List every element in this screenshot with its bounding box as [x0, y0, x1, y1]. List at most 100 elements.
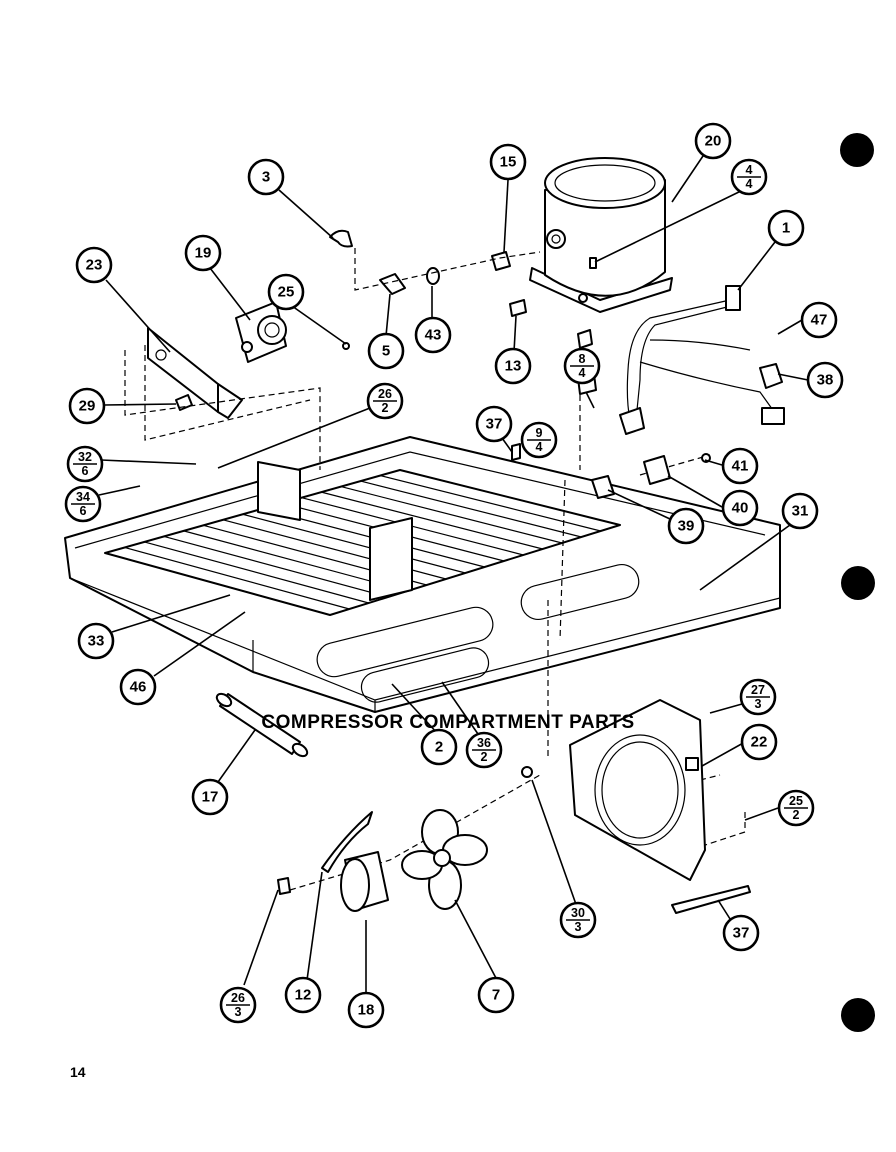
callout-12: 12: [284, 976, 322, 1014]
assembly-lines: [124, 248, 746, 891]
condenser-coil: [104, 461, 621, 616]
callout-36-2: 36 2: [465, 731, 503, 769]
callout-26-2-bottom: 2: [382, 401, 389, 415]
callout-4-4: 4 4: [730, 158, 768, 196]
callout-5-number: 5: [382, 343, 390, 360]
callout-38: 38: [806, 361, 844, 399]
callout-20: 20: [694, 122, 732, 160]
callout-46-number: 46: [130, 679, 147, 696]
leader-lines: [98, 155, 809, 993]
callout-20-number: 20: [705, 133, 722, 150]
callout-43: 43: [414, 316, 452, 354]
callout-8-4-top: 8: [579, 352, 586, 366]
callout-25-2-top: 25: [789, 794, 803, 808]
callout-47-number: 47: [811, 312, 828, 329]
top-hardware: [329, 229, 597, 461]
callout-37-upper: 37: [475, 405, 513, 443]
coil-fin: [124, 546, 350, 610]
control-bracket: [147, 301, 287, 419]
callout-3: 3: [247, 158, 285, 196]
terminal-parts: [591, 453, 711, 499]
callout-8-4: 8 4: [563, 347, 601, 385]
callout-25-2: 25 2: [777, 789, 815, 827]
coil-fin: [340, 486, 563, 544]
callout-29-number: 29: [79, 398, 96, 415]
callout-19-number: 19: [195, 245, 212, 262]
callout-34-6-bottom: 6: [80, 504, 87, 518]
callout-39: 39: [667, 507, 705, 545]
callout-17: 17: [191, 778, 229, 816]
coil-fin: [242, 513, 466, 574]
callout-12-number: 12: [295, 987, 312, 1004]
callout-26-2: 26 2: [366, 382, 404, 420]
callout-9-4-bottom: 4: [536, 440, 543, 454]
callout-46: 46: [119, 668, 157, 706]
page-number: 14: [70, 1064, 86, 1080]
binder-holes: [840, 133, 875, 1032]
callout-34-6-top: 34: [76, 490, 90, 504]
callout-26-3-top: 26: [231, 991, 245, 1005]
callout-3-number: 3: [262, 169, 270, 186]
callout-13: 13: [494, 347, 532, 385]
callout-27-3-top: 27: [751, 683, 765, 697]
callout-22: 22: [740, 723, 778, 761]
callout-30-3: 30 3: [559, 901, 597, 939]
coil-fin: [144, 541, 369, 604]
callout-26-3: 26 3: [219, 986, 257, 1024]
callout-38-number: 38: [817, 372, 834, 389]
callout-19: 19: [184, 234, 222, 272]
coil-fin: [399, 469, 621, 526]
callout-25-2-bottom: 2: [793, 808, 800, 822]
callout-1: 1: [767, 209, 805, 247]
callout-4-4-top: 4: [746, 163, 753, 177]
callout-36-2-top: 36: [477, 736, 491, 750]
coil-fin: [163, 535, 389, 598]
callout-15: 15: [489, 143, 527, 181]
callout-37-upper-number: 37: [486, 416, 503, 433]
callout-31-number: 31: [792, 503, 809, 520]
callout-9-4: 9 4: [520, 421, 558, 459]
callout-37-lower-number: 37: [733, 925, 750, 942]
coil-fin: [321, 491, 543, 550]
callout-41-number: 41: [732, 458, 749, 475]
callout-23-number: 23: [86, 257, 103, 274]
callout-26-3-bottom: 3: [235, 1005, 242, 1019]
wiring-harness: [619, 285, 785, 435]
coil-fin: [360, 480, 582, 538]
callout-7-number: 7: [492, 987, 500, 1004]
callout-2: 2: [420, 728, 458, 766]
diagram-title: COMPRESSOR COMPARTMENT PARTS: [261, 712, 635, 733]
callout-39-number: 39: [678, 518, 695, 535]
fan-shroud: [521, 699, 706, 881]
callout-30-3-top: 30: [571, 906, 585, 920]
callout-13-number: 13: [505, 358, 522, 375]
compressor: [529, 157, 673, 313]
callout-33-number: 33: [88, 633, 105, 650]
callout-32-6: 32 6: [66, 445, 104, 483]
callout-41: 41: [721, 447, 759, 485]
callout-31: 31: [781, 492, 819, 530]
callout-34-6: 34 6: [64, 485, 102, 523]
callout-17-number: 17: [202, 789, 219, 806]
fan-motor-assembly: [277, 809, 751, 914]
callout-30-3-bottom: 3: [575, 920, 582, 934]
callout-8-4-bottom: 4: [579, 366, 586, 380]
callout-23: 23: [75, 246, 113, 284]
callout-26-2-top: 26: [378, 387, 392, 401]
callout-40-number: 40: [732, 500, 749, 517]
callout-18-number: 18: [358, 1002, 375, 1019]
callout-32-6-bottom: 6: [82, 464, 89, 478]
callout-18: 18: [347, 991, 385, 1029]
callout-25-number: 25: [278, 284, 295, 301]
callout-40: 40: [721, 489, 759, 527]
callout-5: 5: [367, 332, 405, 370]
callout-2-number: 2: [435, 739, 443, 756]
callout-7: 7: [477, 976, 515, 1014]
callout-27-3: 27 3: [739, 678, 777, 716]
callout-29: 29: [68, 387, 106, 425]
callout-15-number: 15: [500, 154, 517, 171]
callout-37-lower: 37: [722, 914, 760, 952]
drier-tube: [215, 692, 309, 758]
callout-9-4-top: 9: [536, 426, 543, 440]
